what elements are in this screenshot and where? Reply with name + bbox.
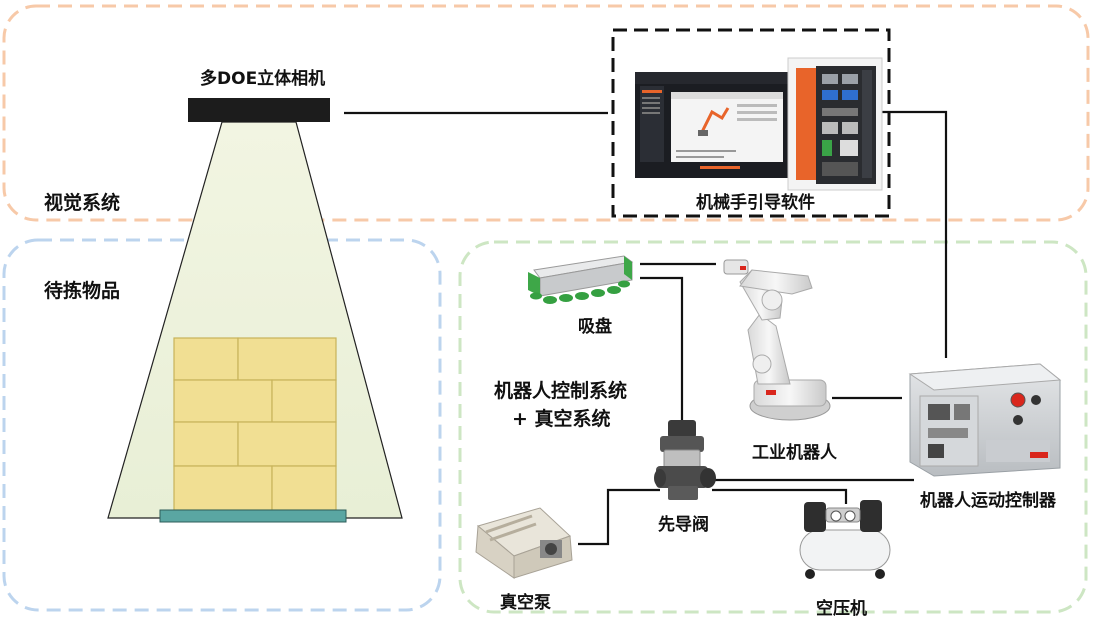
vacuum-pump	[475, 507, 573, 579]
air-compressor-label: 空压机	[816, 599, 867, 619]
control-region	[458, 240, 1088, 614]
items-to-pick-label: 待拣物品	[44, 280, 121, 302]
stacked-boxes	[173, 337, 337, 511]
pilot-valve-label: 先导阀	[658, 515, 709, 535]
robot-motion-controller	[908, 363, 1062, 477]
camera-label: 多DOE立体相机	[200, 69, 326, 89]
air-compressor	[799, 500, 891, 579]
vacuum-system-label: + 真空系统	[512, 408, 611, 430]
industrial-pc	[787, 57, 883, 191]
motion-controller-label: 机器人运动控制器	[920, 491, 1056, 511]
suction-cup-label: 吸盘	[578, 317, 612, 337]
vacuum-pump-label: 真空泵	[500, 593, 551, 613]
vision-system-region	[2, 4, 1090, 222]
industrial-robot-label: 工业机器人	[752, 443, 837, 463]
robot-control-system-label: 机器人控制系统	[494, 380, 628, 402]
suction-cup-device	[528, 255, 634, 304]
vision-system-label: 视觉系统	[44, 192, 121, 214]
software-box	[611, 28, 891, 218]
stereo-camera	[188, 98, 330, 122]
software-label: 机械手引导软件	[696, 193, 815, 213]
connection-lines	[344, 110, 948, 546]
software-screenshot	[635, 72, 791, 178]
industrial-robot-arm	[723, 259, 831, 421]
pilot-valve	[654, 420, 716, 500]
pallet	[159, 509, 347, 523]
